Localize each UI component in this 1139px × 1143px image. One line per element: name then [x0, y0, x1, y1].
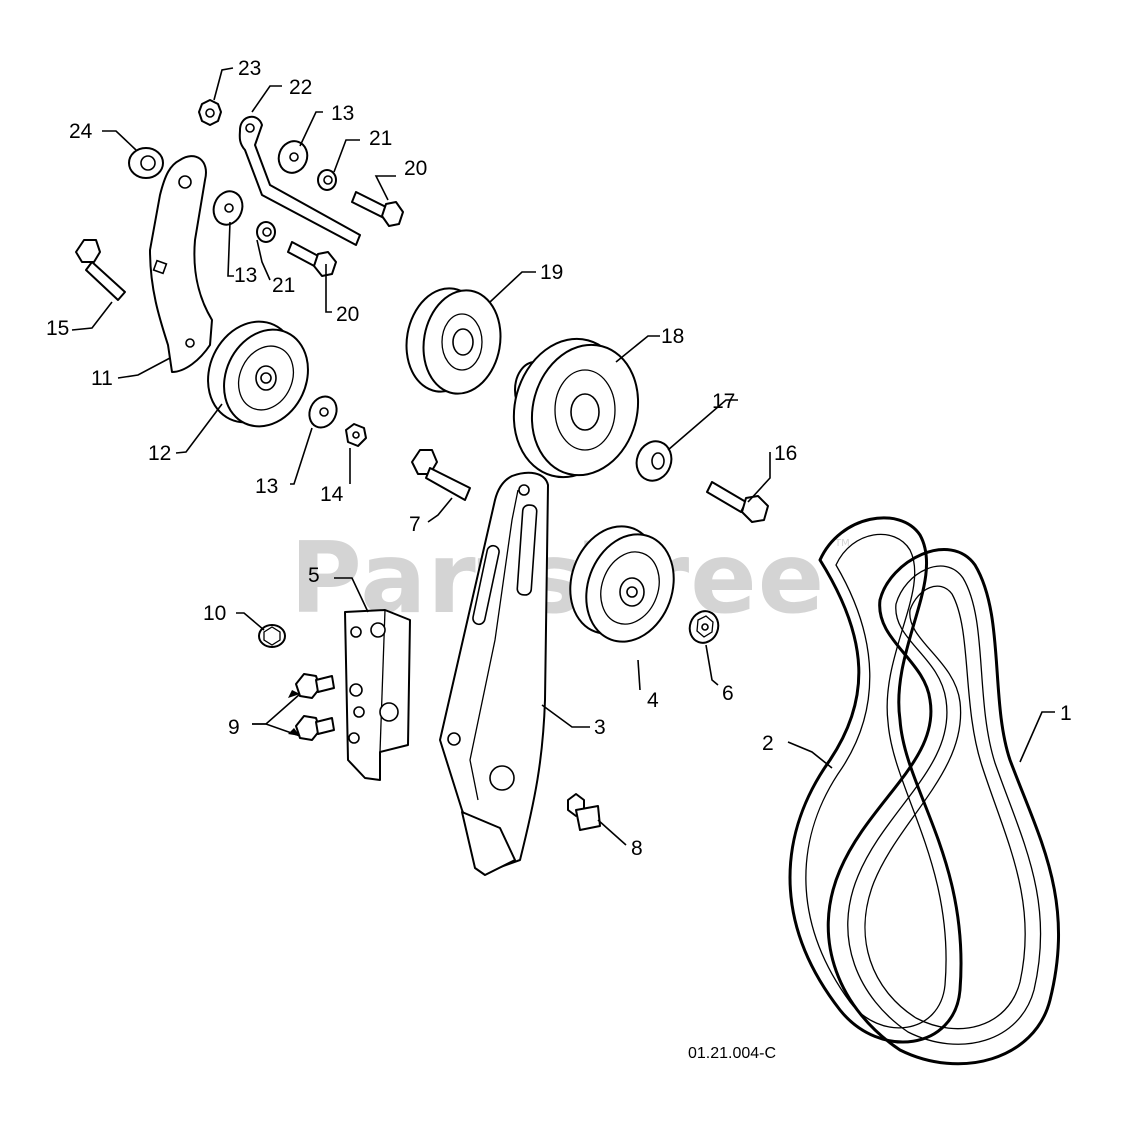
part-24-spacer[interactable] — [128, 147, 164, 179]
callout-21-lower: 21 — [272, 274, 295, 297]
part-13-washer-middle[interactable] — [209, 187, 247, 229]
callout-labels: 1 2 3 4 5 6 7 8 9 10 11 12 13 13 13 14 1… — [46, 57, 1072, 860]
part-18-pulley[interactable] — [499, 326, 653, 490]
part-12-idler-pulley[interactable] — [192, 307, 323, 440]
callout-13-lower: 13 — [255, 475, 278, 498]
callout-1: 1 — [1060, 702, 1072, 725]
callout-20-lower: 20 — [336, 303, 359, 326]
callout-13-upper: 13 — [331, 102, 354, 125]
callout-13-middle: 13 — [234, 264, 257, 287]
callout-16: 16 — [774, 442, 797, 465]
callout-8: 8 — [631, 837, 643, 860]
part-13-washer-lower[interactable] — [304, 392, 341, 432]
leader-lines — [71, 67, 1055, 846]
callout-3: 3 — [594, 716, 606, 739]
callout-23: 23 — [238, 57, 261, 80]
part-9-bolt-lower[interactable] — [295, 715, 335, 741]
callout-4: 4 — [647, 689, 659, 712]
part-16-bolt[interactable] — [706, 481, 769, 523]
callout-14: 14 — [320, 483, 344, 506]
callout-9: 9 — [228, 716, 240, 739]
part-15-bolt[interactable] — [75, 239, 126, 301]
part-17-spacer[interactable] — [631, 436, 677, 485]
part-4-idler-pulley[interactable] — [556, 514, 689, 654]
callout-19: 19 — [540, 261, 563, 284]
callout-24: 24 — [69, 120, 93, 143]
drawing-code: 01.21.004-C — [688, 1045, 776, 1062]
callout-5: 5 — [308, 564, 320, 587]
part-21-nut-lower[interactable] — [256, 221, 276, 243]
callout-20-upper: 20 — [404, 157, 427, 180]
callout-22: 22 — [289, 76, 312, 99]
part-22-link-rod[interactable] — [238, 115, 361, 246]
callout-10: 10 — [203, 602, 226, 625]
callout-17: 17 — [712, 390, 735, 413]
watermark-trademark: TM — [834, 538, 850, 549]
part-20-bolt-lower[interactable] — [287, 241, 337, 277]
part-8-bolt[interactable] — [567, 793, 601, 831]
part-23-lock-washer[interactable] — [198, 99, 222, 126]
part-5-bracket-plate[interactable] — [344, 609, 411, 781]
callout-21-upper: 21 — [369, 127, 392, 150]
part-1-belt-rear[interactable] — [826, 548, 1061, 1066]
part-11-idler-bracket[interactable] — [149, 155, 213, 373]
part-3-tension-arm[interactable] — [439, 471, 549, 876]
callout-6: 6 — [722, 682, 734, 705]
callout-18: 18 — [661, 325, 684, 348]
callout-15: 15 — [46, 317, 69, 340]
part-10-nut[interactable] — [258, 624, 286, 648]
callout-11: 11 — [91, 367, 113, 390]
part-19-pulley[interactable] — [399, 282, 509, 400]
part-20-bolt-upper[interactable] — [351, 191, 404, 227]
part-14-nut[interactable] — [345, 423, 367, 447]
part-9-bolt-upper[interactable] — [295, 673, 335, 699]
part-13-washer-upper[interactable] — [274, 137, 311, 177]
part-6-nut[interactable] — [685, 607, 722, 647]
callout-2: 2 — [762, 732, 774, 755]
part-21-nut-upper[interactable] — [317, 169, 337, 191]
callout-7: 7 — [409, 513, 421, 536]
part-7-bolt[interactable] — [411, 449, 471, 501]
callout-12: 12 — [148, 442, 171, 465]
